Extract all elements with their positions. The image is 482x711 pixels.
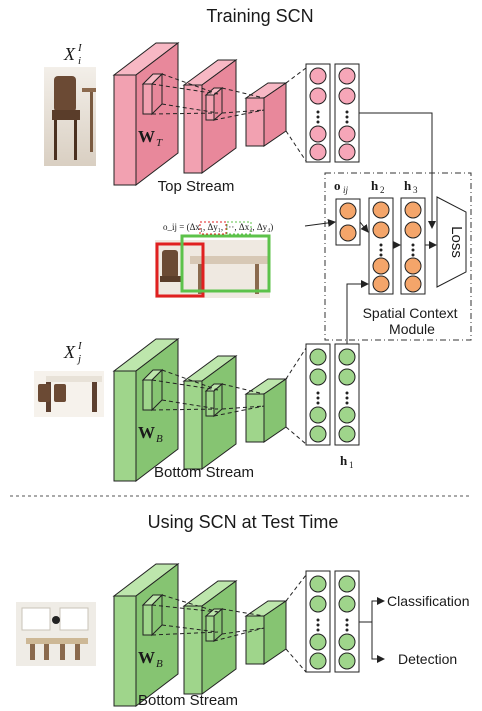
top-conv-block-3 — [244, 82, 288, 147]
svg-text:h: h — [371, 178, 379, 193]
detection-output: Detection — [398, 651, 457, 667]
label-x-j: X — [63, 342, 76, 362]
bottom-conv-block-3 — [244, 378, 288, 443]
svg-text:h: h — [404, 178, 412, 193]
top-fc-1 — [305, 63, 331, 163]
oij-node-column — [335, 198, 361, 246]
h3-node-column — [400, 197, 426, 295]
test-stream: W B — [16, 562, 469, 709]
image-dining-room — [16, 602, 96, 666]
svg-text:j: j — [76, 353, 81, 365]
classification-output: Classification — [387, 593, 469, 609]
test-conv-block-1 — [112, 562, 180, 708]
spatial-context-module: o ij h 2 h 3 — [324, 172, 472, 341]
test-fc-1 — [305, 570, 331, 673]
svg-text:B: B — [156, 658, 163, 670]
label-w-test: W — [138, 648, 155, 667]
label-x-i: X — [63, 44, 76, 64]
svg-text:I: I — [77, 340, 83, 352]
top-stream: X I i W T — [44, 41, 436, 229]
offset-formula: o_ij = (Δx₁, Δy₁, ···, Δx₄, Δy₄) — [163, 222, 273, 232]
test-conv-block-3 — [244, 600, 288, 665]
h2-node-column — [368, 197, 394, 295]
bottom-conv-block-2 — [182, 355, 238, 470]
module-label: Spatial Context Module — [363, 305, 462, 337]
top-conv-block-1 — [112, 41, 180, 187]
test-stream-label: Bottom Stream — [138, 692, 238, 709]
bottom-fc-2 — [334, 343, 360, 446]
label-w-bottom: W — [138, 423, 155, 442]
svg-text:T: T — [156, 137, 163, 149]
image-chair-j — [34, 371, 104, 417]
top-fc-2 — [334, 63, 360, 163]
svg-text:ij: ij — [343, 185, 349, 195]
svg-text:1: 1 — [349, 460, 354, 470]
svg-text:i: i — [78, 55, 81, 67]
svg-text:B: B — [156, 433, 163, 445]
svg-text:I: I — [77, 42, 83, 54]
label-w-top: W — [138, 127, 155, 146]
training-title: Training SCN — [206, 6, 313, 26]
test-conv-block-2 — [182, 580, 238, 695]
image-pair-with-boxes — [155, 221, 271, 298]
top-conv-block-2 — [182, 59, 238, 174]
top-stream-label: Top Stream — [158, 178, 235, 195]
bottom-stream-label: Bottom Stream — [154, 464, 254, 481]
bottom-fc-1 — [305, 343, 331, 446]
svg-text:o: o — [334, 178, 341, 193]
bottom-stream: X I j W B — [34, 280, 369, 483]
offset-input: o_ij = (Δx₁, Δy₁, ···, Δx₄, Δy₄) — [155, 218, 336, 298]
svg-text:3: 3 — [413, 185, 418, 195]
svg-text:h: h — [340, 453, 348, 468]
test-title: Using SCN at Test Time — [148, 512, 339, 532]
image-chair-i — [44, 67, 96, 166]
loss-block: Loss — [436, 196, 467, 288]
svg-text:Loss: Loss — [448, 226, 465, 258]
test-fc-2 — [334, 570, 360, 673]
svg-text:2: 2 — [380, 185, 385, 195]
